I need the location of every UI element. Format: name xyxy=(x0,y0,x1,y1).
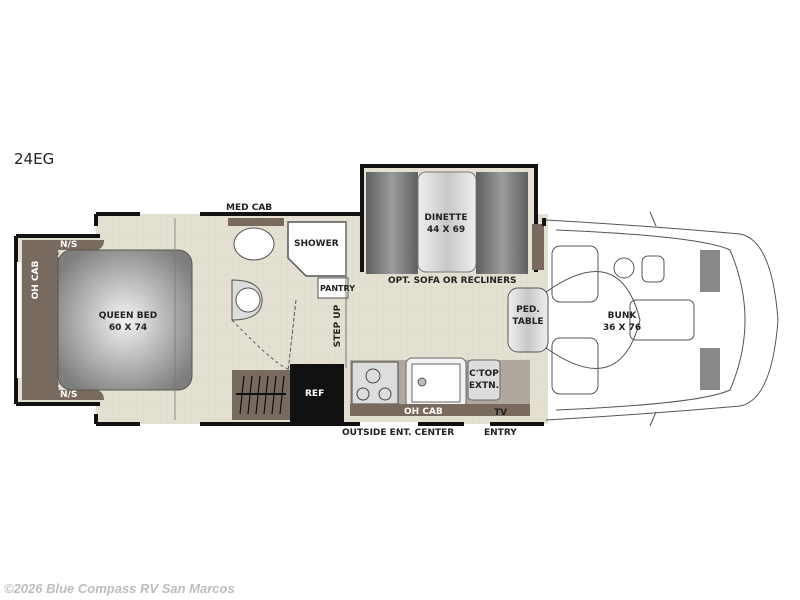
ref-label: REF xyxy=(305,389,325,399)
model-name: 24EG xyxy=(14,150,55,168)
tv-label: TV xyxy=(494,408,508,418)
ns-top-label: N/S xyxy=(60,240,78,250)
dinette-table xyxy=(417,171,477,273)
queen-bed-label: QUEEN BED 60 X 74 xyxy=(98,311,158,333)
refrigerator xyxy=(290,364,344,422)
shower-label: SHOWER xyxy=(294,239,339,249)
pantry-label: PANTRY xyxy=(320,284,355,293)
oh-cab-rear-label: OH CAB xyxy=(31,260,41,300)
oh-cab-rear xyxy=(22,240,58,400)
med-cab-label: MED CAB xyxy=(226,203,273,213)
outside-ent-center-label: OUTSIDE ENT. CENTER xyxy=(342,428,455,438)
step-up-label: STEP UP xyxy=(333,304,343,348)
dinette-label: DINETTE 44 X 69 xyxy=(424,213,468,235)
bunk-label: BUNK 36 X 76 xyxy=(602,311,642,333)
opt-sofa-label: OPT. SOFA OR RECLINERS xyxy=(388,276,517,286)
ns-bottom-label: N/S xyxy=(60,390,78,400)
ped-table-label: PED. TABLE xyxy=(512,305,544,327)
entry-label: ENTRY xyxy=(484,428,517,438)
ctop-extn-label: C'TOP EXTN. xyxy=(468,369,500,391)
oh-cab-kitchen-label: OH CAB xyxy=(404,407,443,417)
watermark: ©2026 Blue Compass RV San Marcos xyxy=(4,581,235,596)
